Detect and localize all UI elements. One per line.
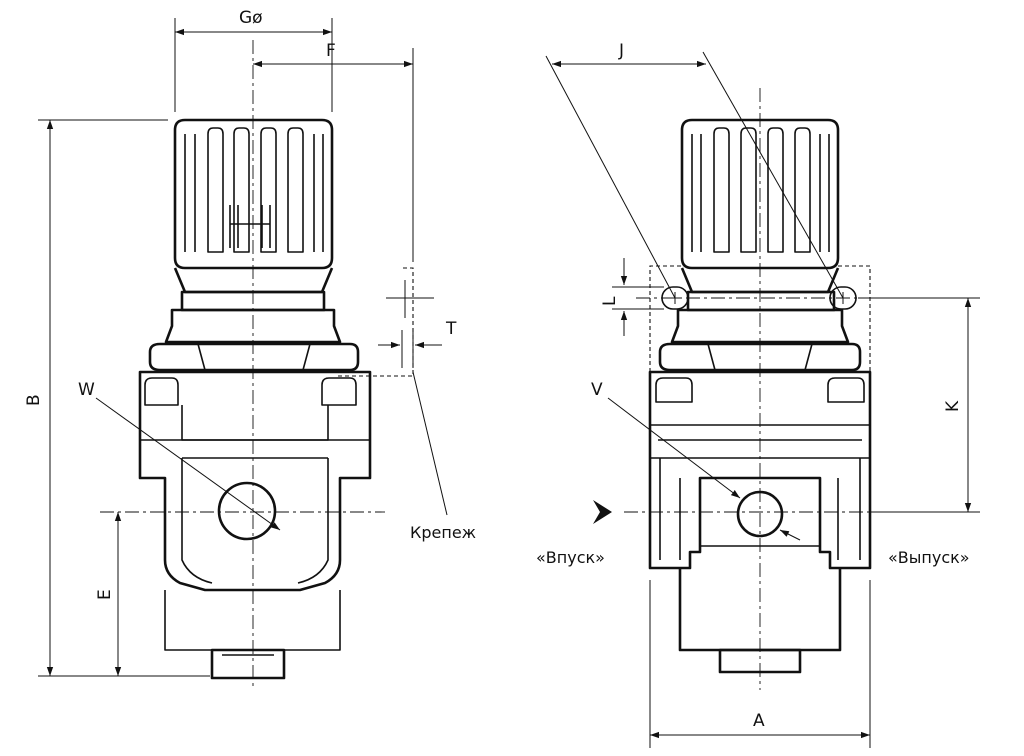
dimension-t: T <box>378 319 457 368</box>
label-j: J <box>618 41 624 61</box>
label-mounting: Крепеж <box>410 523 476 542</box>
front-knob <box>173 118 334 294</box>
dimension-b: B <box>24 119 210 677</box>
dimension-f: F <box>253 41 414 262</box>
label-w: W <box>78 380 95 400</box>
front-bonnet <box>148 290 360 372</box>
dimension-a: A <box>649 580 871 748</box>
label-b: B <box>24 394 44 406</box>
inlet-flow-arrow <box>593 500 612 524</box>
label-t: T <box>445 319 457 339</box>
dimension-k: K <box>858 297 980 513</box>
label-inlet: «Впуск» <box>536 548 605 567</box>
label-outlet: «Выпуск» <box>888 548 970 567</box>
leader-w: W <box>78 380 281 531</box>
label-l: L <box>600 296 620 306</box>
dimension-l: L <box>600 258 664 336</box>
leader-mounting: Крепеж <box>410 371 476 542</box>
label-v: V <box>591 380 603 400</box>
label-a: A <box>753 711 765 731</box>
label-k: K <box>943 400 963 412</box>
label-g-diameter: Gø <box>239 8 263 28</box>
front-body <box>138 370 372 680</box>
side-mounting-outline <box>649 265 871 372</box>
label-e: E <box>95 589 115 600</box>
dimension-j: J <box>545 41 844 299</box>
dimension-g: Gø <box>174 8 333 112</box>
side-view: J L K V A «Впуск» «Выпуск» <box>536 41 980 748</box>
label-f: F <box>326 41 336 61</box>
front-mounting-outline <box>338 267 414 377</box>
dimension-e: E <box>95 512 122 676</box>
front-view: Gø F B E W T <box>24 8 476 690</box>
leader-v: V <box>591 380 801 541</box>
